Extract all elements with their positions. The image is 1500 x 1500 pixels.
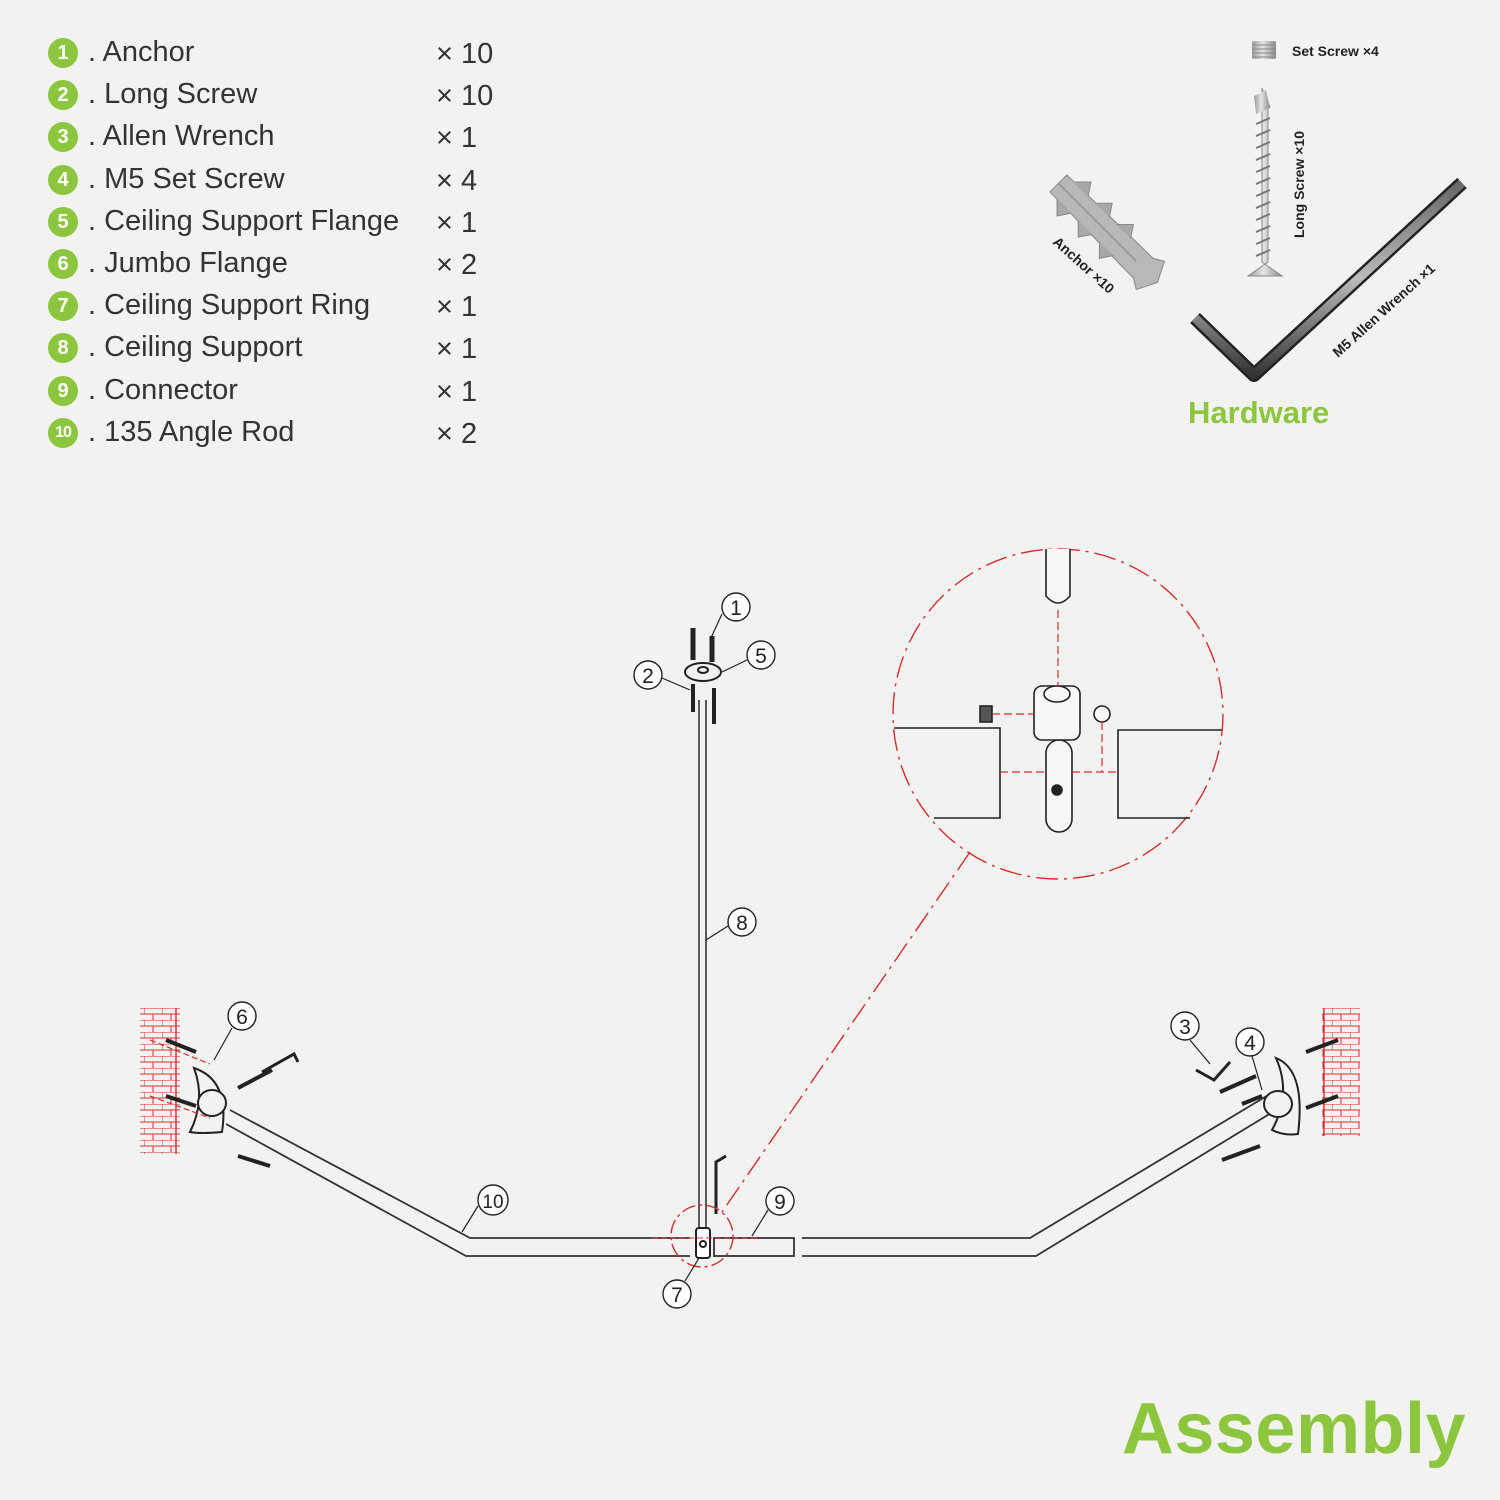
part-number-badge: 1 (48, 38, 78, 68)
callout-3: 3 (1170, 1011, 1211, 1065)
part-number-badge: 7 (48, 291, 78, 322)
svg-text:7: 7 (671, 1284, 683, 1307)
svg-text:4: 4 (1244, 1032, 1256, 1055)
part-number-badge: 6 (48, 248, 78, 279)
long-screw-icon (1246, 87, 1284, 277)
part-row: 4 . M5 Set Screw × 4 (46, 161, 516, 203)
part-quantity: × 1 (436, 122, 478, 155)
svg-text:9: 9 (774, 1191, 786, 1214)
allen-wrench-icon (1190, 177, 1467, 382)
wall-left (140, 1008, 180, 1154)
ceiling-support-ring (695, 1154, 727, 1259)
part-row: 5 . Ceiling Support Flange × 1 (46, 203, 516, 245)
part-quantity: × 4 (436, 164, 478, 197)
callout-9: 9 (751, 1186, 795, 1237)
ceiling-support-rod (698, 700, 707, 1228)
callout-2: 2 (633, 660, 691, 691)
svg-text:3: 3 (1179, 1016, 1191, 1039)
part-name: . Anchor (88, 36, 195, 68)
part-row: 1 . Anchor × 10 (46, 34, 516, 76)
svg-text:5: 5 (755, 645, 767, 668)
detail-callout (652, 548, 1224, 1268)
callout-6: 6 (213, 1001, 257, 1061)
callout-10: 10 (461, 1184, 509, 1233)
part-number-badge: 4 (48, 164, 78, 195)
part-number-badge: 9 (48, 375, 78, 406)
connector (713, 1237, 795, 1257)
wall-right (1322, 1008, 1360, 1136)
part-quantity: × 1 (436, 375, 478, 408)
part-row: 8 . Ceiling Support × 1 (46, 329, 516, 371)
part-row: 3 . Allen Wrench × 1 (46, 118, 516, 160)
svg-text:8: 8 (736, 912, 748, 935)
callout-4: 4 (1235, 1027, 1265, 1091)
angle-rod-right (802, 1093, 1277, 1257)
set-screw-label: Set Screw ×4 (1292, 43, 1379, 59)
part-name: . M5 Set Screw (88, 162, 285, 195)
jumbo-flange-right (1195, 1038, 1339, 1162)
callout-8: 8 (705, 907, 757, 941)
callout-1: 1 (709, 592, 751, 641)
part-number-badge: 10 (48, 417, 78, 448)
part-name: . Jumbo Flange (88, 246, 288, 279)
part-row: 6 . Jumbo Flange × 2 (46, 245, 516, 287)
part-quantity: × 1 (436, 291, 478, 324)
callout-7: 7 (662, 1257, 700, 1309)
part-name: . Ceiling Support Flange (88, 204, 400, 237)
allen-wrench-label: M5 Allen Wrench ×1 (1329, 260, 1438, 360)
svg-text:10: 10 (482, 1192, 503, 1213)
svg-text:6: 6 (236, 1006, 248, 1029)
part-name: . Long Screw (88, 78, 258, 111)
part-row: 7 . Ceiling Support Ring × 1 (46, 287, 516, 329)
long-screw-label: Long Screw ×10 (1291, 131, 1307, 238)
part-quantity: × 1 (436, 206, 478, 239)
part-name: . Ceiling Support (88, 331, 303, 364)
svg-text:1: 1 (730, 597, 742, 620)
part-name: . 135 Angle Rod (88, 415, 295, 448)
part-number-badge: 3 (48, 122, 78, 153)
part-name: . Ceiling Support Ring (88, 289, 371, 322)
part-quantity: × 10 (436, 80, 494, 113)
part-quantity: × 10 (436, 38, 494, 70)
part-number-badge: 8 (48, 333, 78, 364)
part-row: 9 . Connector × 1 (46, 372, 516, 414)
parts-list: 1 . Anchor × 10 2 . Long Screw × 10 3 . Allen… (46, 34, 516, 456)
jumbo-flange-left (149, 1038, 300, 1168)
assembly-title: Assembly (1121, 1389, 1466, 1469)
angle-rod-left (225, 1109, 690, 1257)
callout-5: 5 (721, 640, 776, 673)
part-quantity: × 1 (436, 333, 478, 366)
ceiling-support-flange (684, 628, 722, 724)
part-row: 10 . 135 Angle Rod × 2 (46, 414, 516, 456)
set-screw-icon (1252, 41, 1276, 59)
hardware-title: Hardware (1188, 395, 1330, 430)
part-quantity: × 2 (436, 248, 478, 281)
part-number-badge: 2 (48, 80, 78, 111)
part-name: . Allen Wrench (88, 120, 275, 153)
part-name: . Connector (88, 373, 238, 406)
part-number-badge: 5 (48, 206, 78, 237)
part-quantity: × 2 (436, 417, 478, 450)
svg-text:2: 2 (642, 665, 654, 688)
anchor-icon (1049, 174, 1166, 291)
part-row: 2 . Long Screw × 10 (46, 76, 516, 118)
